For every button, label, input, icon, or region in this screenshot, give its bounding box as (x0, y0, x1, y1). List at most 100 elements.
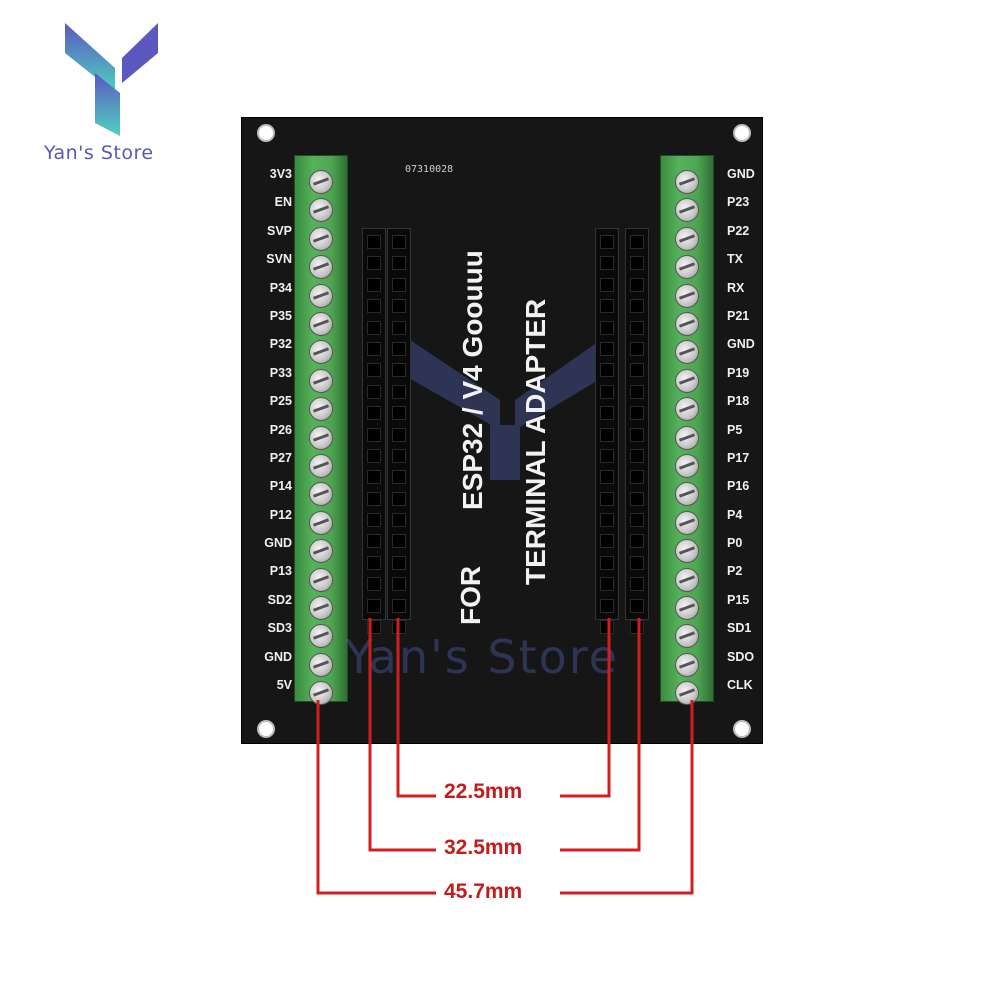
header-socket (367, 406, 381, 421)
terminal-screw-icon[interactable] (309, 596, 333, 620)
header-socket (600, 277, 614, 292)
header-socket (600, 555, 614, 570)
terminal-screw-icon[interactable] (675, 283, 699, 308)
terminal-screw-icon[interactable] (675, 596, 699, 620)
terminal-screw-icon[interactable] (309, 340, 333, 365)
header-socket (392, 320, 406, 335)
pin-label: 5V (276, 678, 292, 693)
terminal-block-left (294, 155, 348, 706)
terminal-screw-icon[interactable] (675, 510, 699, 535)
header-socket (630, 256, 644, 271)
header-socket (367, 448, 381, 463)
header-socket (367, 363, 381, 378)
watermark-text: Yan's Store (345, 630, 619, 684)
header-socket (630, 299, 644, 314)
header-socket (630, 598, 644, 613)
pin-label: GND (264, 649, 292, 664)
terminal-screw-icon[interactable] (675, 425, 699, 450)
pin-label: SVN (266, 252, 292, 267)
terminal-screw-icon[interactable] (309, 397, 333, 422)
terminal-screw-icon[interactable] (309, 170, 333, 194)
header-socket (630, 320, 644, 335)
board-serial: 07310028 (405, 164, 454, 175)
pin-label: 3V3 (269, 167, 292, 181)
terminal-screw-icon[interactable] (675, 652, 699, 677)
pin-label: P35 (269, 308, 292, 323)
pin-label: P23 (727, 195, 750, 210)
terminal-screw-icon[interactable] (675, 312, 699, 336)
header-socket (367, 513, 381, 528)
header-socket (367, 534, 381, 549)
header-socket (367, 491, 381, 506)
mount-hole-icon (257, 124, 275, 142)
header-socket (392, 555, 406, 570)
pin-label: P16 (727, 479, 750, 494)
header-socket (630, 277, 644, 292)
terminal-screw-icon[interactable] (309, 312, 333, 336)
terminal-screw-icon[interactable] (675, 539, 699, 564)
pin-label: P4 (727, 507, 743, 522)
pin-label: P18 (727, 394, 750, 409)
terminal-screw-icon[interactable] (675, 567, 699, 592)
terminal-screw-icon[interactable] (309, 368, 333, 393)
pin-label: SD3 (267, 621, 292, 636)
header-socket (600, 341, 614, 356)
terminal-screw-icon[interactable] (675, 226, 699, 251)
header-socket (630, 235, 644, 249)
terminal-screw-icon[interactable] (675, 255, 699, 280)
terminal-screw-icon[interactable] (675, 368, 699, 393)
pin-label: P5 (727, 422, 743, 437)
terminal-screw-icon[interactable] (309, 454, 333, 478)
header-socket (392, 577, 406, 592)
terminal-screw-icon[interactable] (309, 482, 333, 507)
header-socket (600, 299, 614, 314)
board-text-for: FOR (455, 565, 486, 625)
terminal-screw-icon[interactable] (309, 510, 333, 535)
pin-header-right-outer (625, 228, 649, 635)
terminal-screw-icon[interactable] (309, 198, 333, 223)
terminal-screw-icon[interactable] (675, 454, 699, 478)
terminal-screw-icon[interactable] (675, 170, 699, 194)
header-socket (392, 534, 406, 549)
header-socket (600, 598, 614, 613)
mount-hole-icon (733, 124, 751, 142)
terminal-screw-icon[interactable] (675, 340, 699, 365)
pin-label: P14 (269, 479, 292, 494)
header-socket (392, 513, 406, 528)
pin-label: GND (727, 337, 755, 352)
terminal-screw-icon[interactable] (675, 482, 699, 507)
header-socket (600, 470, 614, 485)
terminal-screw-icon[interactable] (675, 397, 699, 422)
pin-label: SDO (727, 649, 755, 664)
terminal-screw-icon[interactable] (309, 539, 333, 564)
pin-label: GND (264, 536, 292, 551)
header-socket (600, 363, 614, 378)
pin-label: P32 (269, 337, 292, 352)
terminal-screw-icon[interactable] (675, 624, 699, 649)
header-socket (600, 235, 614, 249)
terminal-screw-icon[interactable] (309, 283, 333, 308)
header-socket (367, 235, 381, 249)
terminal-block-right (660, 155, 714, 706)
terminal-screw-icon[interactable] (309, 567, 333, 592)
terminal-screw-icon[interactable] (675, 198, 699, 223)
terminal-screw-icon[interactable] (309, 255, 333, 280)
header-socket (392, 363, 406, 378)
header-socket (392, 427, 406, 442)
terminal-screw-icon[interactable] (309, 624, 333, 649)
pin-label: SD1 (727, 621, 752, 636)
header-socket (600, 427, 614, 442)
header-socket (367, 277, 381, 292)
terminal-screw-icon[interactable] (309, 226, 333, 251)
terminal-screw-icon[interactable] (309, 425, 333, 450)
board-text-model: ESP32 / V4 Goouuu (457, 250, 488, 510)
terminal-screw-icon[interactable] (309, 652, 333, 677)
header-socket (392, 341, 406, 356)
header-socket (600, 534, 614, 549)
terminal-screw-icon[interactable] (675, 681, 699, 706)
header-socket (367, 577, 381, 592)
terminal-screw-icon[interactable] (309, 681, 333, 706)
header-socket (367, 341, 381, 356)
pin-label: RX (727, 280, 745, 295)
header-socket (630, 427, 644, 442)
